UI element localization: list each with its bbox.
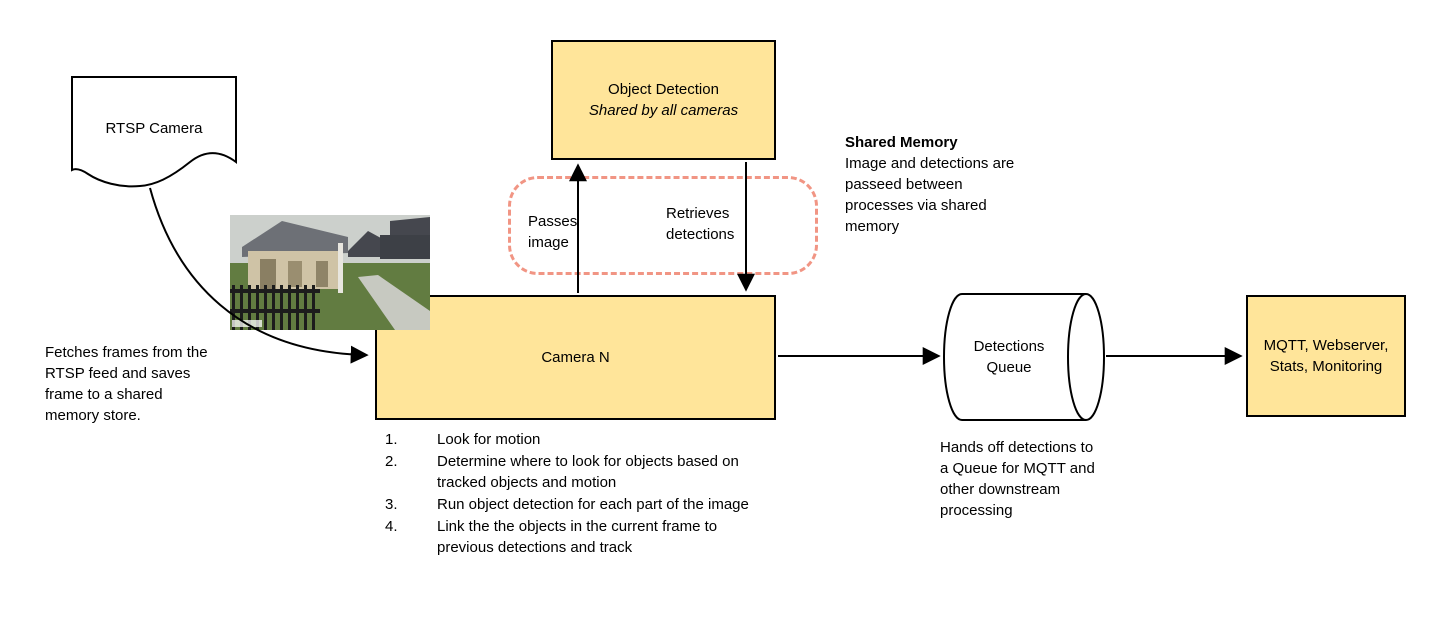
- shared-memory-note-title: Shared Memory: [845, 134, 958, 151]
- object-detection-title: Object Detection: [608, 81, 719, 98]
- shared-memory-note-body: Image and detections are passeed between…: [845, 155, 1015, 235]
- fetches-note: Fetches frames from the RTSP feed and sa…: [45, 344, 208, 424]
- camera-snapshot-scene: [230, 215, 430, 330]
- camera-step: Run object detection for each part of th…: [385, 494, 749, 515]
- detections-queue-label: Detections Queue: [973, 338, 1045, 376]
- retrieves-detections-label: Retrieves detections: [666, 205, 735, 243]
- camera-step: Determine where to look for objects base…: [385, 451, 739, 491]
- object-detection-subtitle: Shared by all cameras: [588, 102, 739, 119]
- object-detection-node: Object Detection Shared by all cameras: [551, 40, 776, 160]
- detections-queue-cap: [1066, 293, 1087, 421]
- camera-step: Look for motion: [385, 429, 541, 450]
- camera-n-label: Camera N: [541, 349, 610, 366]
- camera-steps-list: Look for motion Determine where to look …: [383, 429, 751, 559]
- outputs-node: MQTT, Webserver, Stats, Monitoring: [1246, 295, 1406, 417]
- passes-image-label: Passes image: [528, 213, 578, 251]
- shared-memory-note: Shared Memory Image and detections are p…: [845, 132, 1031, 237]
- queue-note: Hands off detections to a Queue for MQTT…: [940, 439, 1095, 519]
- rtsp-camera-label: RTSP Camera: [105, 120, 203, 137]
- camera-snapshot-image: [230, 215, 430, 330]
- shared-memory-region: [508, 176, 818, 275]
- camera-step: Link the the objects in the current fram…: [385, 516, 718, 556]
- camera-n-node: Camera N: [375, 295, 776, 420]
- outputs-label: MQTT, Webserver, Stats, Monitoring: [1263, 337, 1389, 375]
